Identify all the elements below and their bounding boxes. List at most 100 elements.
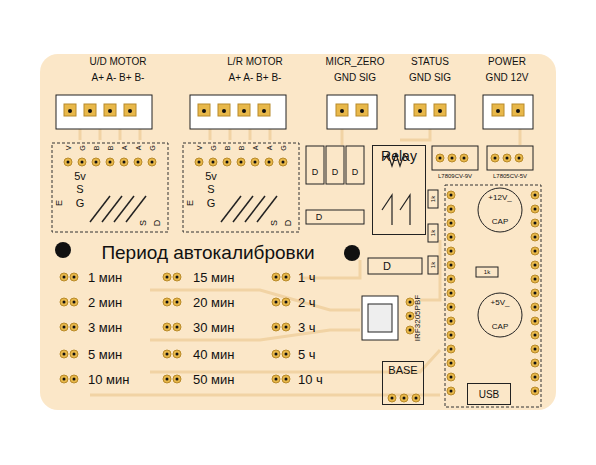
pad (447, 359, 455, 367)
diode (306, 146, 324, 184)
pad (163, 273, 171, 281)
silk-label: +12V_ (488, 194, 511, 202)
pad-hole (450, 208, 453, 211)
pad (70, 273, 78, 281)
pad (356, 104, 368, 116)
silk-label: 1k (430, 262, 436, 268)
pad-hole (534, 306, 537, 309)
resistor (428, 190, 438, 208)
pad (64, 104, 76, 116)
pad-hole (450, 390, 453, 393)
pad (272, 323, 280, 331)
pad (173, 350, 181, 358)
pad (272, 375, 280, 383)
pad (531, 233, 539, 241)
pad-hole (534, 362, 537, 365)
terminal-block (56, 95, 152, 129)
regulator (487, 146, 533, 170)
pad (448, 154, 456, 162)
silk-label: 50 мин (193, 373, 234, 386)
silk-label: V (65, 146, 72, 151)
pad (60, 273, 68, 281)
silk-label: 1k (430, 230, 436, 236)
silk-label: D (352, 168, 359, 177)
silk-label: 10 ч (298, 373, 323, 386)
silk-label: S (270, 220, 279, 226)
pad-hole (166, 378, 169, 381)
pad (503, 154, 511, 162)
pad (531, 191, 539, 199)
silk-label: D (284, 220, 293, 227)
pad-hole (242, 109, 246, 113)
pad-hole (494, 157, 497, 160)
pad (447, 247, 455, 255)
pad (124, 104, 136, 116)
pad-hole (108, 109, 112, 113)
silk-label: STATUS (411, 57, 449, 67)
pad (447, 205, 455, 213)
pad-hole (450, 334, 453, 337)
pad-hole (176, 326, 179, 329)
silk-label: 10 мин (88, 373, 129, 386)
pad (148, 158, 156, 166)
component-label: USB (479, 389, 500, 400)
pad (238, 104, 250, 116)
pad (134, 158, 142, 166)
pad-hole (198, 161, 201, 164)
silk-label: D (312, 168, 319, 177)
silk-label: +5V_ (491, 299, 510, 307)
driver-outline (52, 143, 168, 232)
pad-hole (285, 378, 288, 381)
silk-label: 20 мин (193, 296, 234, 309)
pad-hole (534, 194, 537, 197)
pad (460, 154, 468, 162)
pad-hole (73, 378, 76, 381)
pad-hole (450, 376, 453, 379)
silk-label: G (79, 145, 86, 150)
pad (265, 158, 273, 166)
pad (531, 303, 539, 311)
pad-hole (534, 222, 537, 225)
marker-dot (344, 245, 360, 261)
pad (434, 104, 446, 116)
pad (531, 275, 539, 283)
pad (531, 205, 539, 213)
pad (198, 104, 210, 116)
pad-hole (451, 157, 454, 160)
pad-hole (275, 353, 278, 356)
pad (282, 273, 290, 281)
pad (279, 158, 287, 166)
pad-hole (73, 353, 76, 356)
pad-hole (534, 278, 537, 281)
pad-hole (166, 276, 169, 279)
pad (406, 326, 414, 334)
pad-hole (176, 378, 179, 381)
component-label: CAP (492, 217, 508, 226)
silk-label: E (55, 200, 64, 206)
diode (306, 210, 364, 224)
pad (447, 345, 455, 353)
pad-hole (450, 320, 453, 323)
silk-label: GND SIG (334, 73, 376, 83)
pad (60, 350, 68, 358)
pad (92, 158, 100, 166)
pad-hole (81, 161, 84, 164)
pad (531, 289, 539, 297)
pad (163, 375, 171, 383)
pad-hole (222, 109, 226, 113)
pad-hole (534, 208, 537, 211)
pad-hole (450, 278, 453, 281)
pad-hole (534, 236, 537, 239)
mosfet-body (368, 304, 392, 332)
pad (447, 387, 455, 395)
pad-hole (176, 301, 179, 304)
silk-label: A (121, 146, 128, 151)
pad (436, 154, 444, 162)
pad-hole (285, 301, 288, 304)
pad (70, 375, 78, 383)
pad-hole (262, 109, 266, 113)
silk-label: A (135, 146, 142, 151)
pad-hole (166, 301, 169, 304)
pad-hole (73, 301, 76, 304)
pad (282, 375, 290, 383)
